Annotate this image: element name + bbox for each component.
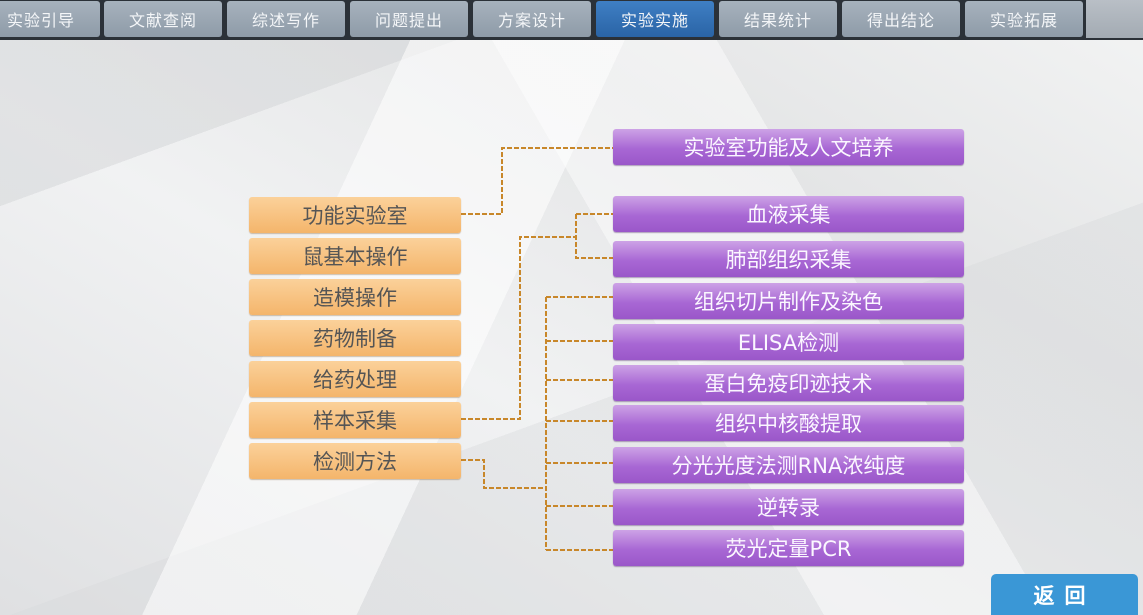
tab-experiment-guide[interactable]: 实验引导 [0, 1, 100, 37]
item-qpcr[interactable]: 荧光定量PCR [613, 530, 964, 566]
tab-draw-conclusion[interactable]: 得出结论 [842, 1, 960, 37]
item-western-blot[interactable]: 蛋白免疫印迹技术 [613, 365, 964, 401]
item-rna-spectrophotometry[interactable]: 分光光度法测RNA浓纯度 [613, 447, 964, 483]
step-detection-methods[interactable]: 检测方法 [249, 443, 461, 479]
back-button[interactable]: 返回 [991, 574, 1138, 615]
tab-plan-design[interactable]: 方案设计 [473, 1, 591, 37]
step-drug-administration[interactable]: 给药处理 [249, 361, 461, 397]
step-modeling-operation[interactable]: 造模操作 [249, 279, 461, 315]
tab-result-statistics[interactable]: 结果统计 [719, 1, 837, 37]
item-elisa[interactable]: ELISA检测 [613, 324, 964, 360]
tab-experiment-implementation[interactable]: 实验实施 [596, 1, 714, 37]
item-blood-collection[interactable]: 血液采集 [613, 196, 964, 232]
tab-review-writing[interactable]: 综述写作 [227, 1, 345, 37]
item-nucleic-acid-extraction[interactable]: 组织中核酸提取 [613, 405, 964, 441]
step-mouse-basic-operation[interactable]: 鼠基本操作 [249, 238, 461, 274]
top-nav-bar: 实验引导 文献查阅 综述写作 问题提出 方案设计 实验实施 结果统计 得出结论 … [0, 0, 1143, 40]
tab-literature-review[interactable]: 文献查阅 [104, 1, 222, 37]
tab-experiment-extension[interactable]: 实验拓展 [965, 1, 1083, 37]
item-lab-function-culture[interactable]: 实验室功能及人文培养 [613, 129, 964, 165]
item-lung-tissue-collection[interactable]: 肺部组织采集 [613, 241, 964, 277]
tab-problem-raising[interactable]: 问题提出 [350, 1, 468, 37]
item-reverse-transcription[interactable]: 逆转录 [613, 489, 964, 525]
nav-filler [1086, 0, 1143, 38]
step-drug-preparation[interactable]: 药物制备 [249, 320, 461, 356]
step-functional-lab[interactable]: 功能实验室 [249, 197, 461, 233]
step-sample-collection[interactable]: 样本采集 [249, 402, 461, 438]
item-tissue-section-staining[interactable]: 组织切片制作及染色 [613, 283, 964, 319]
